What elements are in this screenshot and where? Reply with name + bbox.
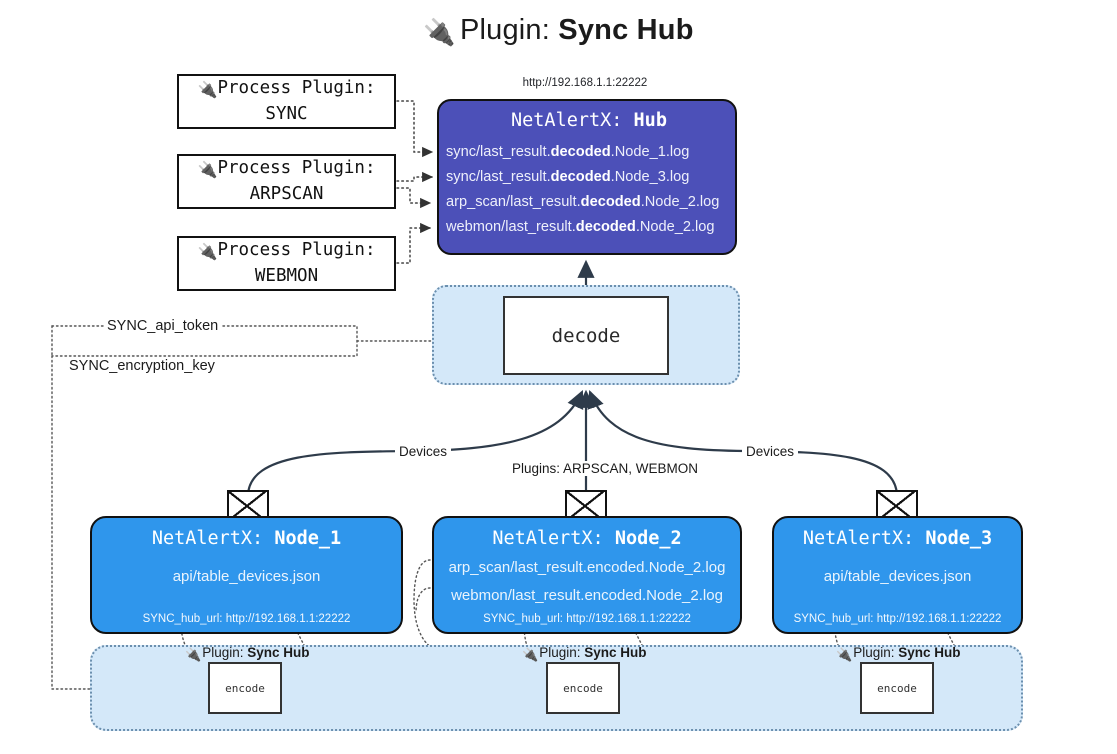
hub-log-post: .Node_1.log [610,144,690,160]
encoder-plugin-label: 🔌Plugin: Sync Hub [522,645,647,663]
hub-label: NetAlertX: Hub [439,110,739,131]
hub-url-label: http://192.168.1.1:22222 [522,77,648,89]
node-3[interactable]: NetAlertX: Node_3 api/table_devices.json… [772,516,1023,634]
encoder-plugin-prefix: Plugin: [539,645,581,660]
hub-log-post: .Node_3.log [610,169,690,185]
hub-label-prefix: NetAlertX: [511,110,623,131]
node-label-prefix: NetAlertX: [492,528,604,549]
hub-log-em: decoded [575,219,636,235]
sync-api-token-label: SYNC_api_token [104,318,222,334]
hub-log-em: decoded [550,169,611,185]
process-plugin-arpscan[interactable]: 🔌Process Plugin: ARPSCAN [177,154,396,209]
node-row: api/table_devices.json [172,568,321,585]
node-label-name: Node_3 [925,528,993,549]
plug-icon: 🔌 [185,647,202,662]
process-plugin-webmon[interactable]: 🔌Process Plugin: WEBMON [177,236,396,291]
page-title-prefix: Plugin: [459,14,551,46]
node-label-prefix: NetAlertX: [802,528,915,549]
hub-label-name: Hub [633,110,667,131]
node-label-name: Node_1 [274,528,342,549]
node-hub-url: SYNC_hub_url: http://192.168.1.1:22222 [793,613,1002,625]
encoder-plugin-prefix: Plugin: [202,645,244,660]
encoder-plugin-label: 🔌Plugin: Sync Hub [185,645,310,663]
plug-icon: 🔌 [423,17,456,47]
node-label-name: Node_2 [614,528,682,549]
hub-log-pre: sync/last_result. [446,144,551,160]
process-plugin-name: ARPSCAN [249,184,324,204]
hub-log-post: .Node_2.log [640,194,720,210]
hub-log-em: decoded [580,194,641,210]
edge-label-plugins-center: Plugins: ARPSCAN, WEBMON [508,461,703,476]
plug-icon: 🔌 [522,647,539,662]
encoder-plugin-label: 🔌Plugin: Sync Hub [836,645,961,663]
edge-label-devices-right: Devices [742,444,799,459]
hub-log-pre: webmon/last_result. [446,219,576,235]
encode-box[interactable]: encode [546,662,620,714]
encoder-plugin-name: Sync Hub [247,645,310,660]
decode-box[interactable]: decode [503,296,669,375]
hub-log-pre: arp_scan/last_result. [446,194,581,210]
node-label: NetAlertX: Node_3 [774,528,1021,549]
node-row: arp_scan/last_result.encoded.Node_2.log [448,559,726,576]
node-row: api/table_devices.json [823,568,972,585]
hub-log-pre: sync/last_result. [446,169,551,185]
encoder-plugin-name: Sync Hub [584,645,647,660]
node-row: webmon/last_result.encoded.Node_2.log [451,587,723,604]
plug-icon: 🔌 [836,647,853,662]
plug-icon: 🔌 [197,80,218,99]
hub-log-row: sync/last_result.decoded.Node_3.log [446,169,739,185]
process-plugin-prefix: Process Plugin: [217,78,376,98]
process-plugin-name: SYNC [265,104,308,124]
edge-label-devices-left: Devices [395,444,452,459]
node-hub-url: SYNC_hub_url: http://192.168.1.1:22222 [483,613,691,625]
hub-log-em: decoded [550,144,611,160]
hub-node[interactable]: NetAlertX: Hub sync/last_result.decoded.… [437,99,737,255]
node-label-prefix: NetAlertX: [151,528,264,549]
process-plugin-prefix: Process Plugin: [217,158,376,178]
hub-log-post: .Node_2.log [635,219,715,235]
process-plugin-name: WEBMON [254,266,319,286]
node-hub-url: SYNC_hub_url: http://192.168.1.1:22222 [142,613,351,625]
plug-icon: 🔌 [197,160,218,179]
page-title: 🔌Plugin: Sync Hub [0,14,1117,48]
node-label: NetAlertX: Node_2 [434,528,740,549]
encoder-plugin-name: Sync Hub [898,645,961,660]
hub-log-row: sync/last_result.decoded.Node_1.log [446,144,739,160]
node-2[interactable]: NetAlertX: Node_2 arp_scan/last_result.e… [432,516,742,634]
hub-log-row: webmon/last_result.decoded.Node_2.log [446,219,739,235]
sync-encryption-key-label: SYNC_encryption_key [66,358,218,374]
encode-box[interactable]: encode [860,662,934,714]
plug-icon: 🔌 [197,242,218,261]
node-1[interactable]: NetAlertX: Node_1 api/table_devices.json… [90,516,403,634]
encoder-plugin-prefix: Plugin: [853,645,895,660]
node-label: NetAlertX: Node_1 [92,528,401,549]
process-plugin-sync[interactable]: 🔌Process Plugin: SYNC [177,74,396,129]
encode-box[interactable]: encode [208,662,282,714]
hub-log-row: arp_scan/last_result.decoded.Node_2.log [446,194,739,210]
process-plugin-prefix: Process Plugin: [217,240,376,260]
page-title-name: Sync Hub [558,14,694,46]
